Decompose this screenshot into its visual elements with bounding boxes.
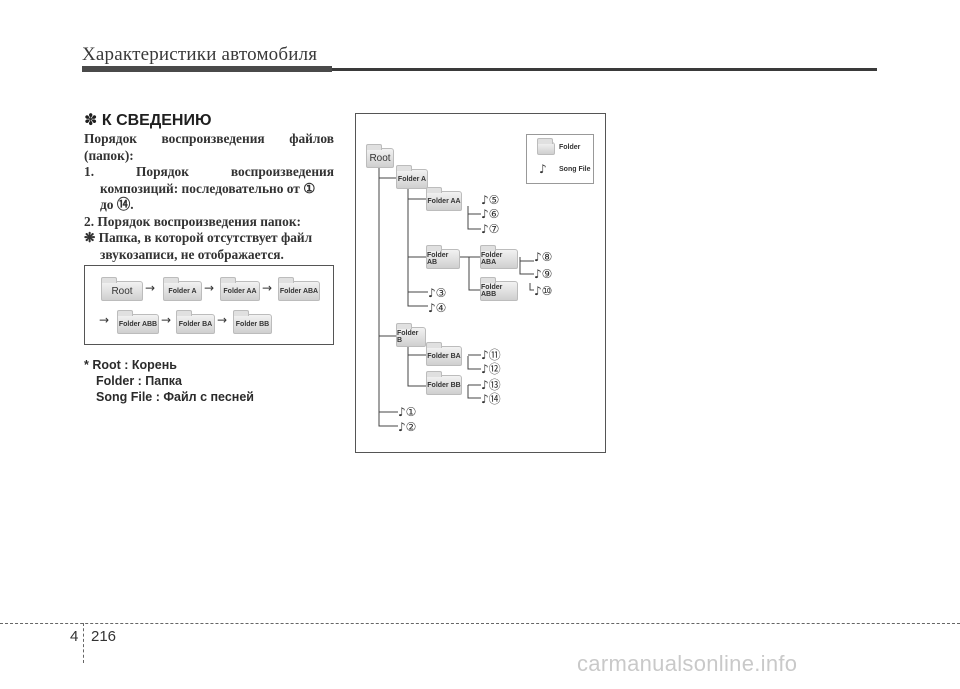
gloss-folder: Folder : Папка xyxy=(96,374,182,388)
tree-folder-aba: Folder ABA xyxy=(480,245,518,269)
song-file-7: ♪⑦ xyxy=(481,222,500,236)
tree-legend: Folder ♪ Song File xyxy=(526,134,594,184)
chapter-number: 4 xyxy=(70,628,79,645)
song-file-6: ♪⑥ xyxy=(481,207,500,221)
arrow-icon: → xyxy=(262,281,273,295)
tree-folder-a: Folder A xyxy=(396,165,428,189)
song-file-2: ♪② xyxy=(398,420,417,434)
footer-divider xyxy=(83,623,84,663)
flow-folder-abb: Folder ABB xyxy=(117,310,159,334)
watermark: carmanualsonline.info xyxy=(577,651,798,676)
tree-folder-root: Root xyxy=(366,144,394,168)
song-file-5: ♪⑤ xyxy=(481,193,500,207)
section-title: Характеристики автомобиля xyxy=(82,44,318,65)
arrow-icon: → xyxy=(217,313,228,327)
song-file-11: ♪⑪ xyxy=(481,348,501,362)
flow-folder-root: Root xyxy=(101,277,143,301)
flow-folder-bb: Folder BB xyxy=(233,310,272,334)
gloss-root: * Root : Корень xyxy=(84,358,177,372)
legend-folder-icon xyxy=(537,138,555,155)
note-item-3a: ❋ Папка, в которой отсутствует файл xyxy=(84,230,313,245)
song-file-10: ♪⑩ xyxy=(534,284,553,298)
song-file-3: ♪③ xyxy=(428,286,447,300)
legend-song-label: Song File xyxy=(559,166,591,173)
legend-note-icon: ♪ xyxy=(539,162,547,176)
folder-tree-diagram: Root Folder A Folder AA Folder AB Folder… xyxy=(355,113,606,453)
tree-folder-abb: Folder ABB xyxy=(480,277,518,301)
tree-folder-ab: Folder AB xyxy=(426,245,460,269)
note-item-2: 2. Порядок воспроизведения папок: xyxy=(84,213,302,229)
note-item-1b: композиций: последовательно от ① xyxy=(100,180,316,196)
flow-folder-aba: Folder ABA xyxy=(278,277,320,301)
folder-order-diagram: Root → Folder A → Folder AA → Folder ABA… xyxy=(84,265,334,345)
note-item-1a: 1. Порядок воспроизведения xyxy=(84,164,334,179)
legend-folder-label: Folder xyxy=(559,144,581,151)
note-text: Порядок воспроизведения файлов (папок): … xyxy=(84,131,334,263)
page-number: 216 xyxy=(91,628,117,645)
tree-folder-ba: Folder BA xyxy=(426,342,462,366)
footer-rule xyxy=(0,623,960,624)
song-file-14: ♪⑭ xyxy=(481,392,501,406)
song-file-13: ♪⑬ xyxy=(481,378,501,392)
song-file-4: ♪④ xyxy=(428,301,447,315)
note-intro: Порядок воспроизведения файлов xyxy=(84,131,334,146)
song-file-9: ♪⑨ xyxy=(534,267,553,281)
tree-lines xyxy=(378,166,534,427)
glossary: * Root : Корень Folder : Папка Song File… xyxy=(84,357,254,405)
flow-folder-aa: Folder AA xyxy=(220,277,260,301)
flow-folder-a: Folder A xyxy=(163,277,202,301)
note-title: ✽ К СВЕДЕНИЮ xyxy=(84,112,212,129)
header-rule xyxy=(82,68,877,71)
flow-folder-ba: Folder BA xyxy=(176,310,215,334)
song-file-1: ♪① xyxy=(398,405,417,419)
tree-folder-aa: Folder AA xyxy=(426,187,462,211)
arrow-icon: → xyxy=(145,281,156,295)
note-item-3b: звукозаписи, не отображается. xyxy=(100,246,284,262)
song-file-12: ♪⑫ xyxy=(481,362,501,376)
gloss-song-file: Song File : Файл с песней xyxy=(96,390,254,404)
arrow-icon: → xyxy=(204,281,215,295)
note-intro-2: (папок): xyxy=(84,147,134,163)
arrow-icon: → xyxy=(99,313,110,327)
tree-folder-b: Folder B xyxy=(396,323,426,347)
song-file-8: ♪⑧ xyxy=(534,250,553,264)
header-rule-accent xyxy=(82,66,332,72)
note-item-1c: до ⑭. xyxy=(100,197,134,212)
tree-folder-bb: Folder BB xyxy=(426,371,462,395)
arrow-icon: → xyxy=(161,313,172,327)
